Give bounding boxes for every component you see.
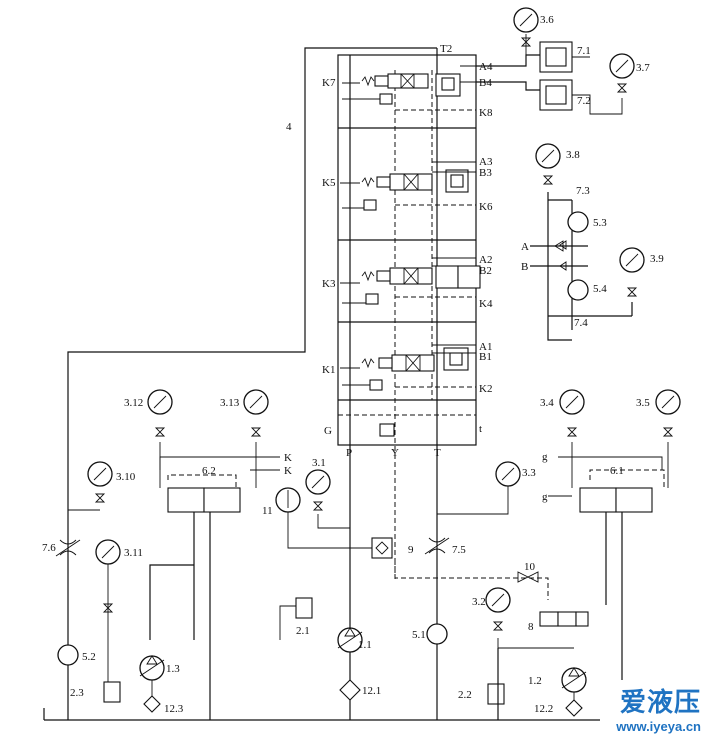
- label-K5: K5: [322, 177, 336, 189]
- valve-section-3: [340, 161, 476, 211]
- label-3-5: 3.5: [636, 397, 650, 409]
- valve-section-2: [340, 257, 481, 305]
- watermark: 爱液压 www.iyeya.cn: [616, 682, 701, 734]
- labels: T2 A4 B4 K7 K8 4 A3 B3 K5 K6 A2 B2 K3 K4…: [42, 14, 664, 715]
- label-7-4: 7.4: [574, 317, 588, 329]
- label-3-1: 3.1: [312, 457, 326, 469]
- watermark-brand: 爱液压: [619, 687, 701, 717]
- gauge-3-13: [243, 389, 269, 437]
- gauge-3-10: [68, 461, 113, 511]
- gauge-3-6: [513, 7, 539, 47]
- label-1-2: 1.2: [528, 675, 542, 687]
- label-1-1: 1.1: [358, 639, 372, 651]
- label-B: B: [521, 261, 528, 273]
- label-K3: K3: [322, 278, 336, 290]
- label-7-5: 7.5: [452, 544, 466, 556]
- label-3-2: 3.2: [472, 596, 486, 608]
- label-3-3: 3.3: [522, 467, 536, 479]
- label-A3: A3: [479, 156, 493, 168]
- label-3-13: 3.13: [220, 397, 240, 409]
- label-11: 11: [262, 505, 273, 517]
- label-3-7: 3.7: [636, 62, 650, 74]
- label-3-4: 3.4: [540, 397, 554, 409]
- label-T2: T2: [440, 43, 452, 55]
- gauge-3-12: [147, 389, 173, 437]
- gauge-3-7: [609, 53, 635, 93]
- label-2-1: 2.1: [296, 625, 310, 637]
- valve-section-4: [342, 65, 520, 111]
- label-P: P: [346, 447, 352, 459]
- label-A1: A1: [479, 341, 492, 353]
- label-K-b: K: [284, 465, 292, 477]
- label-3-11: 3.11: [124, 547, 143, 559]
- label-B2: B2: [479, 265, 492, 277]
- label-5-1: 5.1: [412, 629, 426, 641]
- label-K7: K7: [322, 77, 336, 89]
- label-A2: A2: [479, 254, 492, 266]
- label-B3: B3: [479, 167, 492, 179]
- label-6-2: 6.2: [202, 465, 216, 477]
- label-7-6: 7.6: [42, 542, 56, 554]
- label-7-2: 7.2: [577, 95, 591, 107]
- label-A: A: [521, 241, 529, 253]
- label-5-2: 5.2: [82, 651, 96, 663]
- gauge-3-8: [535, 143, 561, 185]
- label-K2: K2: [479, 383, 492, 395]
- components: [55, 211, 589, 720]
- gauge-3-1: [305, 469, 350, 529]
- label-5-4: 5.4: [593, 283, 607, 295]
- label-2-2: 2.2: [458, 689, 472, 701]
- label-g-a: g: [542, 451, 548, 463]
- gauge-3-4: [559, 389, 585, 437]
- label-3-12: 3.12: [124, 397, 143, 409]
- valve-pair-7-1-7-2: [476, 34, 623, 115]
- label-8: 8: [528, 621, 534, 633]
- label-3-9: 3.9: [650, 253, 664, 265]
- valve-section-1: [338, 344, 476, 437]
- gauge-3-5: [655, 389, 681, 437]
- label-B1: B1: [479, 351, 492, 363]
- label-G: G: [324, 425, 332, 437]
- label-t: t: [479, 423, 482, 435]
- label-K8: K8: [479, 107, 493, 119]
- label-K6: K6: [479, 201, 493, 213]
- label-g-b: g: [542, 491, 548, 503]
- gauge-3-9: [619, 247, 645, 297]
- label-12-2: 12.2: [534, 703, 553, 715]
- label-6-1: 6.1: [610, 465, 624, 477]
- label-A4: A4: [479, 61, 493, 73]
- label-10: 10: [524, 561, 536, 573]
- gauge-11: [275, 487, 380, 549]
- label-K1: K1: [322, 364, 335, 376]
- label-K-a: K: [284, 452, 292, 464]
- valve-stack: [43, 47, 600, 721]
- label-1-3: 1.3: [166, 663, 180, 675]
- label-2-3: 2.3: [70, 687, 84, 699]
- label-7-1: 7.1: [577, 45, 591, 57]
- label-K4: K4: [479, 298, 493, 310]
- valve-6-1: [548, 442, 669, 680]
- label-3-10: 3.10: [116, 471, 136, 483]
- label-7-3: 7.3: [576, 185, 590, 197]
- label-9: 9: [408, 544, 414, 556]
- label-B4: B4: [479, 77, 492, 89]
- gauge-3-3: [437, 461, 521, 515]
- valve-6-2: [149, 442, 280, 720]
- gauge-3-11: [95, 539, 121, 700]
- watermark-url: www.iyeya.cn: [616, 719, 701, 734]
- label-4: 4: [286, 121, 292, 133]
- label-3-8: 3.8: [566, 149, 580, 161]
- pressure-gauges: [68, 7, 681, 700]
- label-12-1: 12.1: [362, 685, 381, 697]
- label-5-3: 5.3: [593, 217, 607, 229]
- label-3-6: 3.6: [540, 14, 554, 26]
- label-T: T: [434, 447, 441, 459]
- label-12-3: 12.3: [164, 703, 184, 715]
- label-Y: Y: [391, 447, 399, 459]
